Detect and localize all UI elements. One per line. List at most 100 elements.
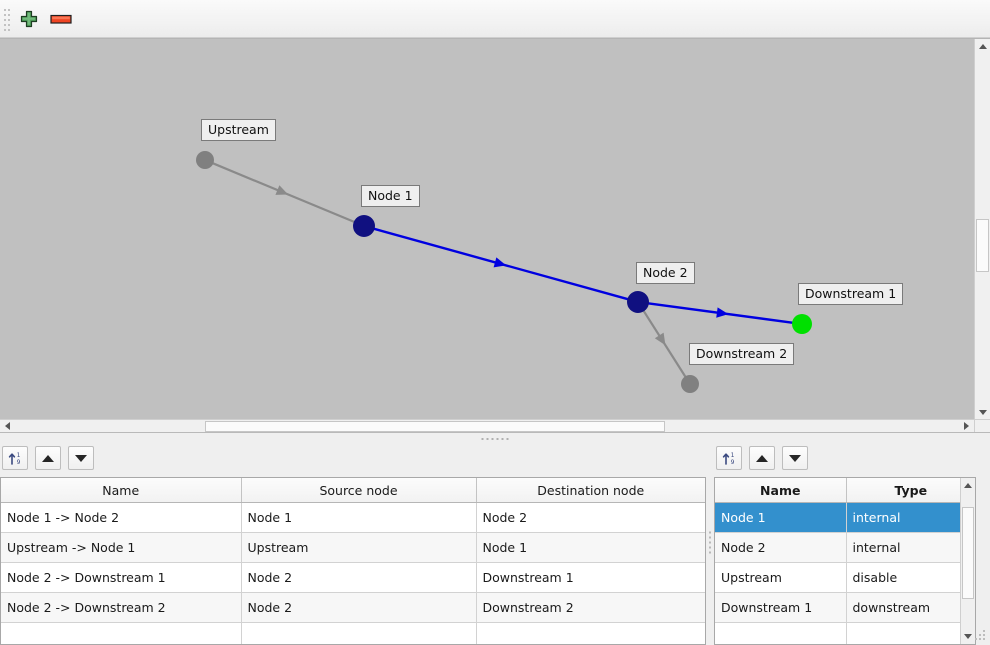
toolbar-drag-handle[interactable] (4, 9, 11, 31)
main-toolbar (0, 0, 990, 38)
nodes-scroll-thumb[interactable] (962, 506, 974, 600)
edges-table-column-header[interactable]: Destination node (476, 478, 705, 503)
graph-scroll-right-button[interactable] (959, 420, 974, 432)
nodes-table-column-header[interactable]: Type (846, 478, 975, 503)
graph-node-label-upstream[interactable]: Upstream (201, 119, 276, 141)
graph-svg (196, 151, 812, 393)
edges-table-cell[interactable]: Downstream 1 (476, 562, 705, 593)
svg-text:9: 9 (17, 459, 21, 466)
nodes-table-scrollbar[interactable] (960, 478, 975, 644)
nodes-move-down-button[interactable] (782, 446, 808, 470)
nodes-table-cell[interactable]: Upstream (715, 562, 847, 593)
edges-table-cell (241, 622, 477, 644)
graph-node-upstream[interactable] (196, 151, 214, 169)
graph-scroll-down-button[interactable] (975, 405, 990, 420)
edges-table-column-header[interactable]: Source node (241, 478, 477, 503)
window-resize-grip[interactable] (975, 630, 987, 642)
edges-table-cell[interactable]: Node 1 (476, 532, 705, 563)
remove-node-button[interactable] (48, 6, 74, 32)
edges-table-cell[interactable]: Upstream (241, 532, 477, 563)
vertical-splitter[interactable] (706, 443, 714, 645)
nodes-scroll-up-button[interactable] (961, 478, 975, 493)
edges-table-cell[interactable]: Upstream -> Node 1 (1, 532, 242, 563)
edges-table-empty-row (1, 622, 705, 644)
graph-scroll-left-button[interactable] (0, 420, 15, 432)
graph-edge-node2-downstream1[interactable] (647, 302, 794, 324)
nodes-table-cell (715, 622, 847, 644)
nodes-table-cell (846, 622, 975, 644)
edge-arrowhead (493, 257, 507, 268)
nodes-table-cell[interactable]: Node 1 (715, 502, 847, 533)
triangle-up-icon (756, 454, 768, 462)
horizontal-splitter[interactable] (0, 432, 990, 443)
splitter-grip (709, 531, 711, 557)
graph-node-node2[interactable] (627, 291, 649, 313)
graph-node-label-node1[interactable]: Node 1 (361, 185, 420, 207)
nodes-table-cell[interactable]: internal (846, 502, 975, 533)
edges-table-cell[interactable]: Downstream 2 (476, 592, 705, 623)
triangle-up-icon (978, 44, 987, 49)
svg-text:9: 9 (731, 459, 735, 466)
edges-table-cell[interactable]: Node 1 -> Node 2 (1, 502, 242, 533)
add-node-button[interactable] (16, 6, 42, 32)
nodes-move-up-button[interactable] (749, 446, 775, 470)
graph-scroll-up-button[interactable] (975, 39, 990, 54)
triangle-down-icon (978, 410, 987, 415)
nodes-table-cell[interactable]: Downstream 1 (715, 592, 847, 623)
nodes-table-column-header[interactable]: Name (715, 478, 847, 503)
edges-table-cell[interactable]: Node 2 (241, 562, 477, 593)
graph-horizontal-scrollbar[interactable] (0, 419, 974, 432)
edges-table-cell[interactable]: Node 1 (241, 502, 477, 533)
edges-table-cell[interactable]: Node 2 (241, 592, 477, 623)
sort-arrow-icon: 1 9 (722, 452, 735, 466)
edges-sort-button[interactable]: 1 9 (2, 446, 28, 470)
nodes-sort-button[interactable]: 1 9 (716, 446, 742, 470)
graph-edge-upstream-node1[interactable] (211, 162, 356, 224)
nodes-table-empty-row (715, 622, 975, 644)
edges-table-cell (1, 622, 242, 644)
graph-horizontal-scroll-thumb[interactable] (205, 421, 665, 432)
graph-node-label-downstream1[interactable]: Downstream 1 (798, 283, 904, 305)
graph-node-label-downstream2[interactable]: Downstream 2 (689, 343, 795, 365)
edges-table-cell[interactable]: Node 2 -> Downstream 1 (1, 562, 242, 593)
edges-move-down-button[interactable] (68, 446, 94, 470)
nodes-table-cell[interactable]: internal (846, 532, 975, 563)
triangle-up-icon (42, 454, 54, 462)
edges-move-up-button[interactable] (35, 446, 61, 470)
graph-vertical-scrollbar[interactable] (974, 39, 990, 420)
splitter-grip (481, 438, 509, 440)
nodes-table-cell[interactable]: Node 2 (715, 532, 847, 563)
svg-text:1: 1 (731, 452, 735, 459)
graph-node-label-node2[interactable]: Node 2 (636, 262, 695, 284)
graph-vertical-scroll-thumb[interactable] (976, 218, 989, 272)
nodes-table-cell[interactable]: downstream (846, 592, 975, 623)
graph-edge-node2-downstream2[interactable] (642, 309, 687, 378)
graph-edge-node1-node2[interactable] (373, 227, 629, 301)
edges-table-cell[interactable]: Node 2 -> Downstream 2 (1, 592, 242, 623)
graph-node-downstream1[interactable] (792, 314, 812, 334)
edges-table-column-header[interactable]: Name (1, 478, 242, 503)
graph-node-node1[interactable] (353, 215, 375, 237)
nodes-table-cell[interactable]: disable (846, 562, 975, 593)
edge-arrowhead (275, 185, 289, 195)
edges-table-cell[interactable]: Node 2 (476, 502, 705, 533)
graph-node-downstream2[interactable] (681, 375, 699, 393)
nodes-scroll-down-button[interactable] (961, 629, 975, 644)
triangle-down-icon (964, 634, 972, 639)
sort-arrow-icon: 1 9 (8, 452, 21, 466)
edges-table-cell (476, 622, 705, 644)
triangle-down-icon (789, 454, 801, 462)
